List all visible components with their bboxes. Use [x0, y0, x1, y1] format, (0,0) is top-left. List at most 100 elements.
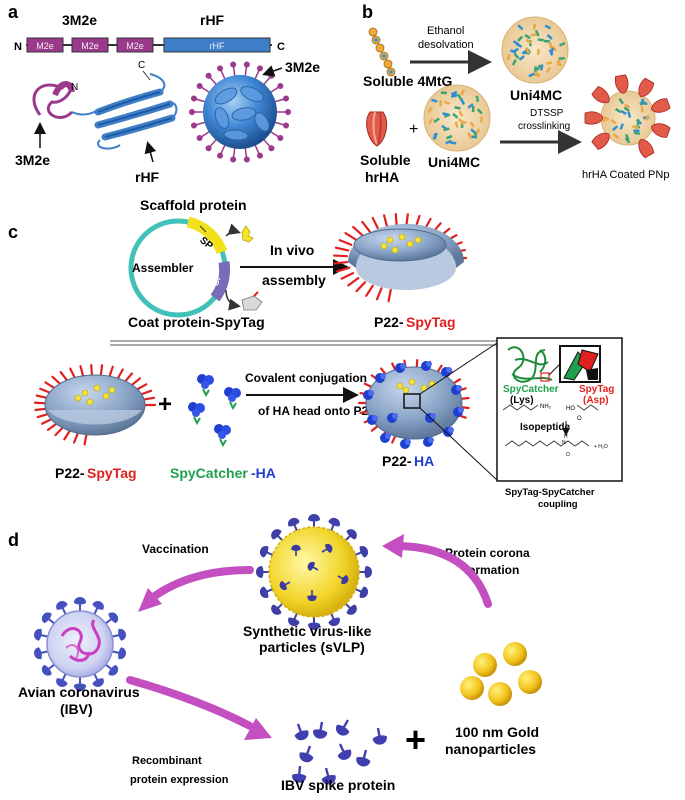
arrow-3m2e-right [262, 65, 283, 77]
uni4mc-particle-bottom [423, 84, 491, 152]
m2e-spike-head [196, 83, 203, 90]
spike-protein [335, 719, 350, 736]
spike-protein [74, 597, 86, 611]
p22-ha-capsid [357, 358, 470, 449]
panel-a-label: a [8, 2, 19, 22]
dash-ha-label: -HA [251, 465, 276, 481]
spike-protein [92, 601, 104, 615]
protein-fragment [612, 125, 619, 132]
protein-fragment [456, 93, 463, 101]
spycatcher-ha-molecule [224, 387, 241, 411]
spike-protein [294, 723, 309, 741]
covalent-label-line1: Covalent conjugation [245, 371, 367, 385]
protein-fragment [603, 115, 610, 121]
m2e-spike-head [190, 122, 197, 129]
ha-head-highlight [426, 361, 432, 367]
protein-fragment [537, 38, 544, 42]
ha-head-highlight [428, 437, 434, 443]
scaffold-protein-icon [241, 225, 254, 243]
spike-protein [337, 575, 349, 585]
protein-fragment [475, 95, 480, 102]
protein-fragment [618, 98, 624, 105]
scaffold-patch [102, 392, 110, 400]
protein-fragment [633, 129, 640, 133]
m2e-spike-head [256, 152, 263, 159]
protein-fragment [640, 106, 644, 113]
gold-label-line1: 100 nm Gold [455, 724, 539, 740]
inset-o-bottom: O [566, 452, 570, 458]
protein-fragment [432, 133, 437, 140]
scaffold-patch [408, 378, 416, 386]
protein-fragment [515, 42, 523, 48]
recombinant-label-line2: protein expression [130, 774, 229, 786]
ethanol-label-line1: Ethanol [427, 25, 464, 37]
cp-gene-label: CP [210, 272, 224, 287]
protein-fragment [551, 45, 558, 52]
arrow-vaccination [148, 566, 254, 602]
spike-protein [105, 663, 119, 676]
protein-fragment [545, 66, 552, 74]
protein-fragment [623, 106, 630, 113]
inset-spycatcher-label: SpyCatcher [503, 384, 559, 395]
ibv-virus [34, 597, 126, 691]
protein-fragment [632, 125, 639, 130]
spytag-spike [338, 239, 353, 246]
protein-fragment [467, 132, 473, 139]
inset-isopeptide-label: Isopeptide [520, 422, 570, 433]
protein-fragment [627, 111, 632, 118]
spike-protein [328, 612, 340, 627]
spytag-label-top: SpyTag [406, 314, 456, 330]
svlp-label-line2: particles (sVLP) [259, 639, 365, 655]
spytag-spike [361, 220, 371, 233]
spike-protein [259, 586, 274, 598]
inset-zoom-black [586, 368, 598, 380]
panel-b-label: b [362, 2, 373, 22]
protein-fragment [517, 35, 524, 42]
ha-head-highlight [430, 413, 436, 419]
spike-protein [307, 590, 317, 602]
ha-head-highlight [458, 407, 464, 413]
soluble-hrha-line2: hrHA [365, 169, 399, 185]
m2e-spike-head [268, 145, 275, 152]
gold-label-line2: nanoparticles [445, 741, 536, 757]
hrha-coat-trimer [614, 74, 629, 94]
recombinant-label-line1: Recombinant [132, 755, 202, 767]
hrha-coat-trimer [584, 111, 604, 125]
protein-fragment [558, 56, 565, 60]
spytag-label-bottom: SpyTag [87, 465, 137, 481]
spike-protein [308, 514, 320, 528]
hrha-coat-trimer [651, 123, 671, 138]
m2e-spike-head [205, 72, 212, 79]
protein-fragment [457, 118, 465, 124]
uni4mc-particle-top [501, 16, 569, 84]
hrha-coated-particle [584, 74, 671, 159]
hrha-trimer-icon [366, 111, 388, 147]
label-3m2e-left: 3M2e [15, 152, 50, 168]
protein-fragment [536, 64, 542, 71]
ibv-spike-label: IBV spike protein [281, 777, 395, 793]
structure-n-label: N [71, 82, 78, 93]
inset-n: N [562, 440, 566, 446]
protein-fragment [469, 121, 476, 128]
protein-fragment [454, 106, 461, 110]
protein-fragment [536, 48, 541, 56]
protein-fragment [467, 103, 474, 109]
scaffold-patch [396, 382, 404, 390]
p22-spytag-capsid-top [333, 212, 468, 303]
n-terminal-label: N [14, 41, 22, 53]
m2e-spike-head [217, 152, 224, 159]
spike-protein [299, 745, 314, 763]
protein-fragment [525, 47, 530, 54]
protein-fragment [620, 109, 627, 115]
protein-fragment [533, 72, 541, 78]
panel-d-label: d [8, 530, 19, 550]
lys-chain [502, 404, 539, 411]
protein-fragment [440, 91, 447, 95]
inset-lys-label: (Lys) [510, 395, 534, 406]
protein-fragment [524, 34, 531, 40]
protein-fragment [644, 114, 650, 122]
spytag-spike [335, 266, 351, 273]
ha-head-highlight [405, 439, 411, 445]
spytag-spike [387, 288, 392, 303]
inset-asp-label: (Asp) [583, 395, 609, 406]
